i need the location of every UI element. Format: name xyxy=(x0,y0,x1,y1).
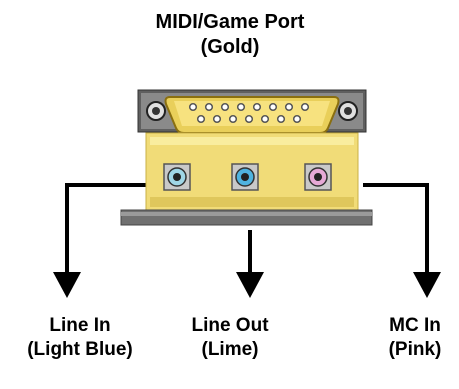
mic-in-label: MC In (Pink) xyxy=(370,314,459,362)
game-port-pins xyxy=(188,102,310,124)
line-in-color: (Light Blue) xyxy=(27,339,133,360)
line-out-name: Line Out xyxy=(191,315,269,336)
connector-lines xyxy=(65,183,429,275)
mic-in-color: (Pink) xyxy=(388,339,442,360)
midi-game-port-label: MIDI/Game Port (Gold) xyxy=(80,10,380,60)
arrowheads xyxy=(53,272,441,298)
line-out-label: Line Out (Lime) xyxy=(155,314,305,362)
line-out-color: (Lime) xyxy=(201,339,259,360)
title-line1: MIDI/Game Port xyxy=(155,11,305,33)
mic-in-name: MC In xyxy=(389,315,441,336)
line-in-jack xyxy=(163,163,191,191)
mic-in-jack xyxy=(304,163,332,191)
line-in-name: Line In xyxy=(49,315,111,336)
mic-in-arrow-icon xyxy=(413,272,441,298)
line-in-arrow-icon xyxy=(53,272,81,298)
mic-in-connector xyxy=(363,183,429,275)
line-out-jack xyxy=(231,163,259,191)
line-out-arrow-icon xyxy=(236,272,264,298)
audio-jacks xyxy=(163,163,332,191)
line-in-connector xyxy=(65,183,146,275)
title-line2: (Gold) xyxy=(200,36,260,58)
line-in-label: Line In (Light Blue) xyxy=(0,314,160,362)
midi-game-port-connector xyxy=(164,96,340,134)
